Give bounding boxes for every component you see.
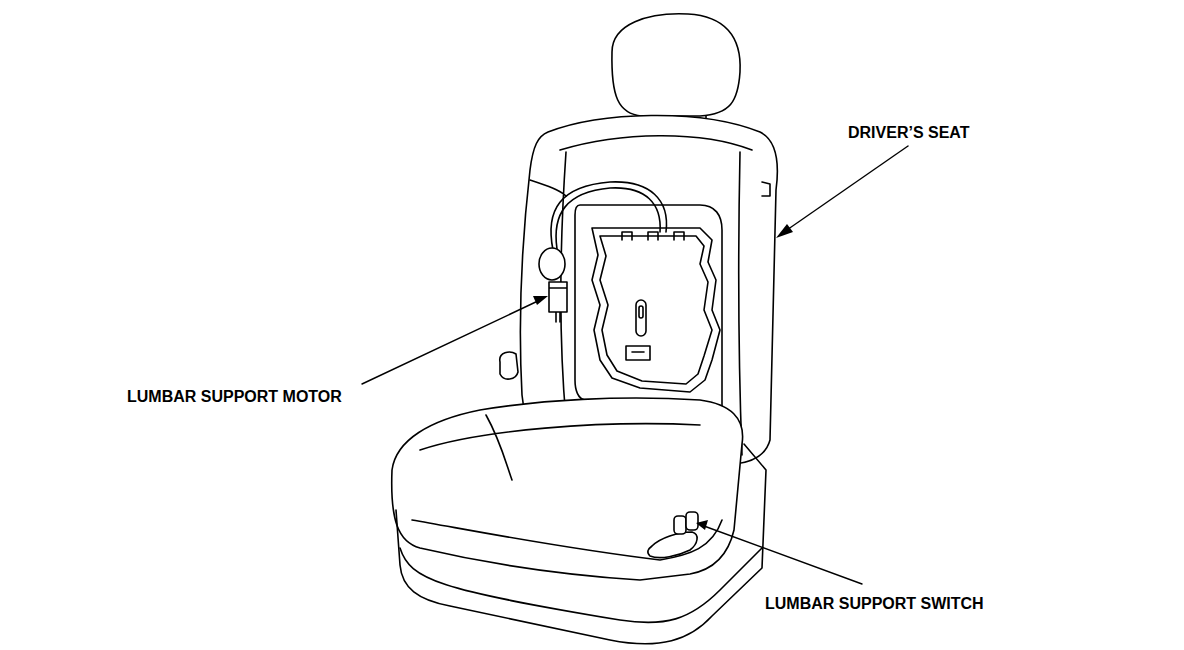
recline-knob — [500, 352, 518, 379]
lumbar-plate — [592, 228, 720, 392]
seat-back-side — [762, 182, 770, 196]
switch-panel — [648, 532, 697, 558]
lumbar-bracket — [626, 346, 650, 360]
lumbar-cable — [556, 188, 660, 249]
arrowhead — [533, 296, 548, 305]
part-label: DRIVER’S SEAT — [848, 124, 970, 142]
motor-gear — [539, 248, 565, 280]
seat-cushion — [392, 398, 743, 580]
cushion-seam — [412, 415, 722, 560]
leader-line — [704, 526, 862, 584]
part-label: LUMBAR SUPPORT SWITCH — [765, 595, 984, 613]
arrowhead — [696, 520, 708, 530]
seat-base — [396, 444, 766, 644]
lumbar-plate-rim — [600, 236, 712, 384]
back-opening — [575, 205, 722, 410]
switch-button — [674, 516, 686, 534]
part-label: LUMBAR SUPPORT MOTOR — [127, 388, 342, 406]
seat-base-edge — [400, 548, 762, 622]
lumbar-slot — [636, 300, 646, 336]
lumbar-slot — [639, 306, 643, 318]
motor-body — [549, 282, 567, 322]
lumbar-tab — [622, 232, 684, 240]
leader-line — [362, 300, 540, 384]
lumbar-cable — [551, 182, 667, 250]
switch-button — [686, 512, 698, 530]
leader-line — [784, 146, 908, 232]
arrowhead — [776, 224, 793, 238]
headrest — [612, 14, 740, 116]
